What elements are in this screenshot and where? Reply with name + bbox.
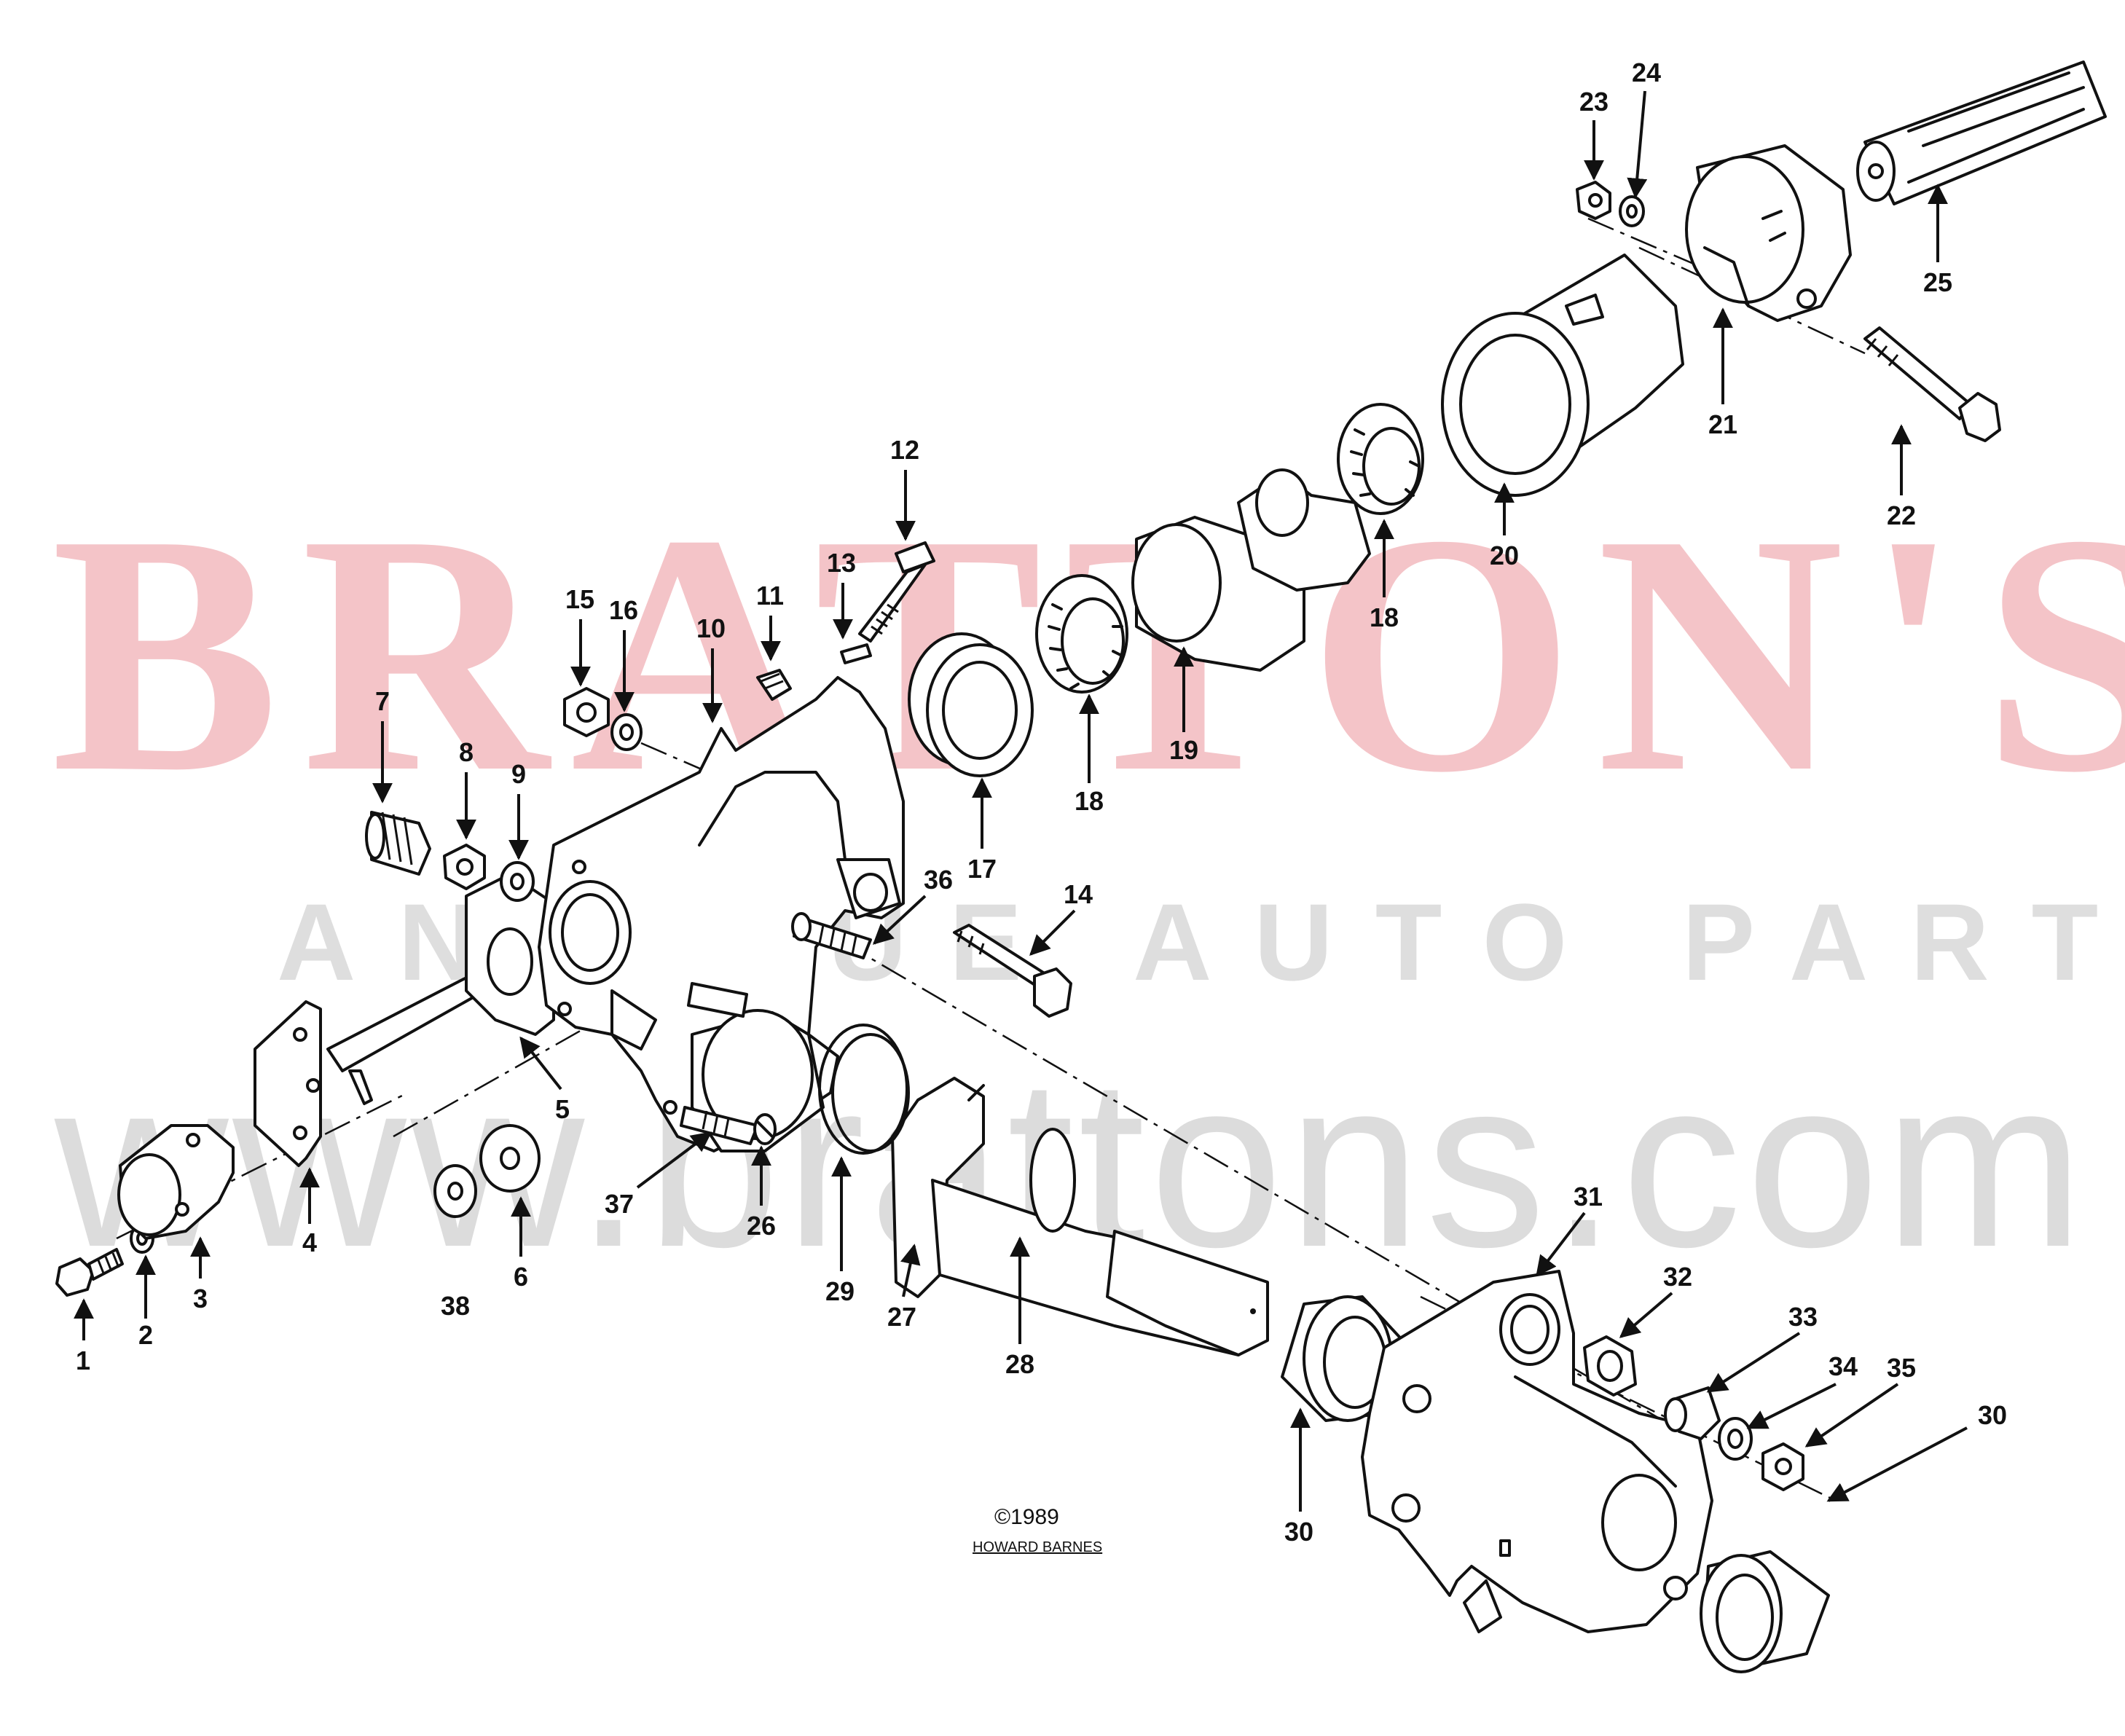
callout-6: 6 xyxy=(514,1262,528,1292)
callout-36: 36 xyxy=(924,865,953,895)
part-33-taper xyxy=(1664,1386,1721,1440)
part-25-shaft xyxy=(1856,60,2107,205)
callout-23: 23 xyxy=(1579,87,1609,117)
callout-31: 31 xyxy=(1574,1182,1603,1211)
part-26-screw xyxy=(753,1113,777,1145)
part-14-bolt xyxy=(953,924,1072,1018)
copyright-year: ©1989 xyxy=(994,1505,1059,1529)
callout-28: 28 xyxy=(1005,1349,1034,1379)
part-17-seal xyxy=(908,632,1034,777)
part-6-washer xyxy=(479,1124,541,1193)
callout-18-rear: 18 xyxy=(1370,602,1399,632)
part-12-bolt xyxy=(858,541,935,643)
part-32-nut xyxy=(1583,1335,1637,1397)
part-34-washer xyxy=(1718,1417,1753,1461)
part-3-cap xyxy=(117,1124,235,1240)
part-24-washer xyxy=(1619,195,1645,227)
callout-18-front: 18 xyxy=(1075,786,1104,816)
part-16-washer xyxy=(610,713,643,751)
part-36-stud xyxy=(791,912,872,959)
callout-12: 12 xyxy=(890,435,919,465)
callout-30-left: 30 xyxy=(1284,1517,1313,1547)
callout-25: 25 xyxy=(1923,267,1952,297)
part-23-nut xyxy=(1576,181,1611,220)
callout-7: 7 xyxy=(375,686,390,716)
copyright-author: HOWARD BARNES xyxy=(973,1539,1102,1555)
part-7-stud xyxy=(365,811,431,876)
part-37-stud xyxy=(680,982,759,1145)
callout-20: 20 xyxy=(1490,541,1519,570)
copyright-credit: ©1989 HOWARD BARNES xyxy=(973,1505,1102,1555)
callout-8: 8 xyxy=(459,737,474,767)
part-18-bearing-front xyxy=(1035,574,1128,694)
part-13-pin xyxy=(840,643,872,664)
leader-arrows xyxy=(74,90,1968,1512)
part-15-nut xyxy=(563,687,610,737)
callout-1: 1 xyxy=(76,1346,90,1375)
callout-37: 37 xyxy=(605,1189,634,1219)
callout-29: 29 xyxy=(825,1276,855,1306)
callout-32: 32 xyxy=(1663,1262,1692,1292)
callout-16: 16 xyxy=(609,595,638,625)
part-19-cone xyxy=(1131,468,1371,672)
callout-15: 15 xyxy=(565,584,594,614)
callout-27: 27 xyxy=(887,1302,916,1332)
part-29-oring xyxy=(818,1024,910,1155)
part-10-housing xyxy=(538,676,905,1152)
callout-2: 2 xyxy=(138,1320,153,1350)
part-9-washer xyxy=(500,861,535,902)
callout-10: 10 xyxy=(696,613,726,643)
callout-4: 4 xyxy=(302,1228,317,1257)
callout-21: 21 xyxy=(1708,409,1737,439)
part-22-bolt xyxy=(1863,326,2001,442)
callout-19: 19 xyxy=(1169,735,1198,765)
callout-13: 13 xyxy=(827,548,856,578)
callout-38: 38 xyxy=(441,1291,470,1321)
part-31-bracket xyxy=(1361,1270,1713,1633)
part-21-clamp xyxy=(1685,144,1852,322)
part-4-gasket xyxy=(254,1000,322,1167)
part-8-nut xyxy=(443,844,486,890)
callout-22: 22 xyxy=(1887,500,1916,530)
callout-5: 5 xyxy=(555,1094,570,1124)
callout-33: 33 xyxy=(1788,1302,1818,1332)
callout-labels: 1 2 3 4 5 6 7 8 9 10 11 12 13 14 15 16 1… xyxy=(76,58,2007,1547)
callout-34: 34 xyxy=(1829,1351,1858,1381)
part-28-spline xyxy=(1029,1128,1269,1356)
callout-11: 11 xyxy=(756,581,784,610)
callout-3: 3 xyxy=(193,1284,208,1313)
callout-35: 35 xyxy=(1887,1353,1916,1383)
part-20-sleeve xyxy=(1441,254,1684,497)
callout-26: 26 xyxy=(747,1211,776,1241)
callout-17: 17 xyxy=(967,854,997,884)
part-30-bushing-right xyxy=(1700,1550,1830,1673)
part-18-bearing-rear xyxy=(1337,403,1424,515)
part-11-plug xyxy=(756,669,792,701)
part-1-bolt xyxy=(55,1248,124,1297)
watermark: BRATTON'S ANTIQUE AUTO PARTS www.bratton… xyxy=(51,463,2125,1297)
callout-14: 14 xyxy=(1064,879,1093,909)
part-5-shaft-plate xyxy=(326,873,577,1105)
part-38-washer xyxy=(433,1164,477,1218)
part-35-nut xyxy=(1761,1442,1804,1491)
callout-30-right: 30 xyxy=(1978,1400,2007,1430)
callout-9: 9 xyxy=(511,759,526,789)
callout-24: 24 xyxy=(1632,58,1661,87)
